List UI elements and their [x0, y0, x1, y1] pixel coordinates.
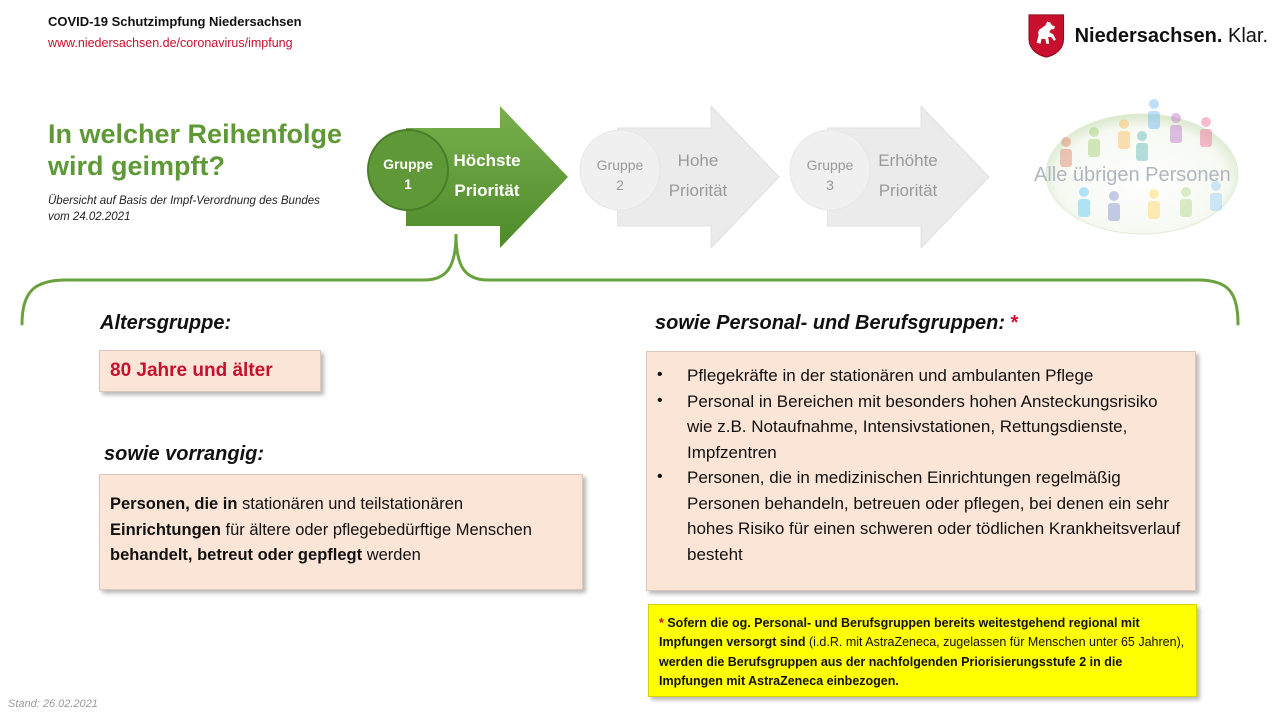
note-text: * Sofern die og. Personal- und Berufsgru…	[659, 616, 1185, 689]
horse-shield-icon	[1028, 14, 1065, 58]
stage-3-arrow	[826, 104, 991, 250]
stage-3-circle	[788, 128, 872, 212]
stage-2-arrow	[616, 104, 781, 250]
stage-1-circle	[366, 128, 450, 212]
list-item: Personen, die in medizinischen Einrichtu…	[657, 465, 1187, 567]
page-subtitle: Übersicht auf Basis der Impf-Verordnung …	[48, 195, 320, 223]
header-title: COVID-19 Schutzimpfung Niedersachsen	[48, 14, 302, 29]
people-crowd-icon	[1044, 96, 1244, 238]
footer-date: Stand: 26.02.2021	[8, 698, 98, 710]
staff-list: Pflegekräfte in der stationären und ambu…	[657, 363, 1187, 567]
logo-text: Niedersachsen. Klar.	[1074, 24, 1268, 47]
list-item: Pflegekräfte in der stationären und ambu…	[657, 363, 1187, 389]
header-url[interactable]: www.niedersachsen.de/coronavirus/impfung	[48, 36, 293, 50]
logo: Niedersachsen. Klar.	[1028, 12, 1268, 60]
priority-heading: sowie vorrangig:	[104, 443, 265, 465]
priority-box: Personen, die in stationären und teilsta…	[99, 474, 583, 590]
age-value: 80 Jahre und älter	[110, 360, 273, 381]
page-title: In welcher Reihenfolge wird geimpft?	[48, 119, 343, 182]
staff-heading: sowie Personal- und Berufsgruppen: *	[655, 312, 1019, 334]
stage-2-circle	[578, 128, 662, 212]
curly-bracket	[20, 233, 1240, 326]
age-box: 80 Jahre und älter	[99, 350, 321, 392]
priority-text: Personen, die in stationären und teilsta…	[110, 495, 532, 565]
crowd-label: Alle übrigen Personen	[1034, 164, 1231, 186]
age-heading: Altersgruppe:	[100, 312, 232, 334]
stage-1-arrow	[406, 106, 570, 248]
list-item: Personal in Bereichen mit besonders hohe…	[657, 389, 1187, 466]
note-box: * Sofern die og. Personal- und Berufsgru…	[648, 604, 1197, 697]
staff-box: Pflegekräfte in der stationären und ambu…	[646, 351, 1196, 591]
